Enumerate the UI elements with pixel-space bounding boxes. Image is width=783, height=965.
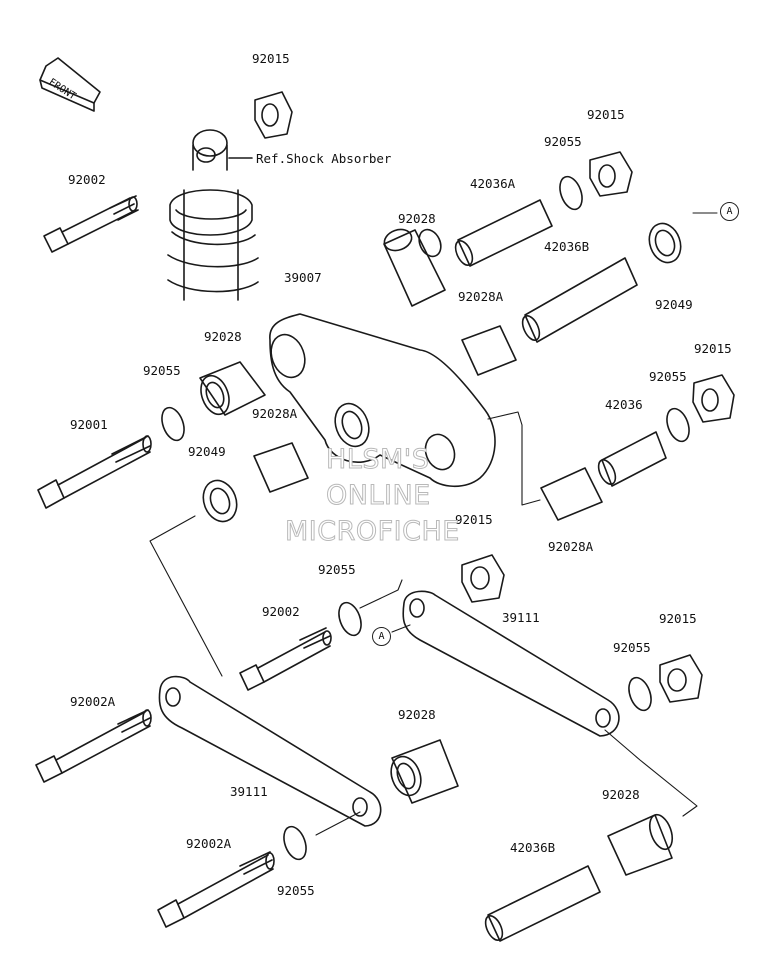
nut-92015-right-top-icon	[589, 151, 633, 197]
collar-92028-bottom-right-icon	[607, 813, 674, 876]
part-label: 92028	[602, 787, 640, 802]
part-label: 92055	[143, 363, 181, 378]
part-label: 92055	[649, 369, 687, 384]
bolt-92002a-bottom-icon	[157, 851, 275, 928]
part-label: 92028	[398, 707, 436, 722]
part-label: 92028A	[458, 289, 504, 304]
bolt-92002-mid-icon	[239, 627, 332, 691]
nut-92015-right-mid-icon	[692, 374, 735, 423]
watermark-line-1: HLSM'S	[325, 444, 430, 476]
part-label: 92015	[659, 611, 697, 626]
part-label: 42036B	[510, 840, 556, 855]
part-label: 39111	[230, 784, 268, 799]
part-label: 92028A	[252, 406, 298, 421]
part-label: 92015	[587, 107, 625, 122]
part-label: 92001	[70, 417, 108, 432]
nut-92015-top-icon	[254, 91, 293, 139]
part-label: 92049	[188, 444, 226, 459]
rocker-arm-39007-icon	[269, 313, 496, 488]
sleeve-92028a-icon	[253, 325, 603, 521]
part-label: 92015	[252, 51, 290, 66]
pipe-42036-icon	[597, 431, 667, 487]
part-label: 92002	[262, 604, 300, 619]
part-label: 92002A	[186, 836, 232, 851]
spacer-92049-right-icon	[648, 222, 682, 264]
part-label: 92028	[204, 329, 242, 344]
nut-92015-center-icon	[461, 554, 505, 603]
part-label: 42036	[605, 397, 643, 412]
part-label: 92055	[544, 134, 582, 149]
callout-a-top: A	[720, 202, 739, 221]
part-label: 92055	[613, 640, 651, 655]
tie-rod-39111-left-icon	[158, 675, 382, 827]
collar-92028-bottom-center-icon	[390, 739, 459, 804]
o-ring-icon	[161, 175, 690, 861]
part-label: 92028	[398, 211, 436, 226]
shock-absorber-icon	[167, 129, 259, 301]
part-label: 92049	[655, 297, 693, 312]
part-label: 39007	[284, 270, 322, 285]
watermark-line-3: MICROFICHE	[285, 516, 460, 548]
bolt-92002-top-icon	[43, 195, 139, 253]
callout-a-bottom: A	[372, 627, 391, 646]
pipe-42036b-top-icon	[521, 257, 638, 343]
part-label: 42036B	[544, 239, 590, 254]
bolt-92001-icon	[37, 435, 152, 509]
spacer-92049-left-icon	[202, 479, 238, 523]
watermark-line-2: ONLINE	[326, 480, 431, 512]
collar-92028-top-icon	[383, 228, 446, 307]
part-label: 92055	[277, 883, 315, 898]
tie-rod-39111-right-icon	[402, 590, 620, 737]
ref-shock-absorber-label: Ref.Shock Absorber	[256, 151, 392, 166]
front-arrow-icon	[39, 57, 101, 112]
part-label: 92002A	[70, 694, 116, 709]
collar-92028-left-icon	[199, 361, 266, 416]
pipe-42036a-icon	[454, 199, 553, 267]
part-label: 39111	[502, 610, 540, 625]
part-label: 92055	[318, 562, 356, 577]
part-label: 92015	[694, 341, 732, 356]
bolt-92002a-left-icon	[35, 709, 152, 783]
part-label: 92028A	[548, 539, 594, 554]
pipe-42036b-bottom-icon	[484, 865, 601, 942]
assembly-line	[149, 212, 718, 836]
part-label: 92002	[68, 172, 106, 187]
part-label: 42036A	[470, 176, 516, 191]
part-label: 92015	[455, 512, 493, 527]
nut-92015-right-low-icon	[659, 654, 703, 703]
